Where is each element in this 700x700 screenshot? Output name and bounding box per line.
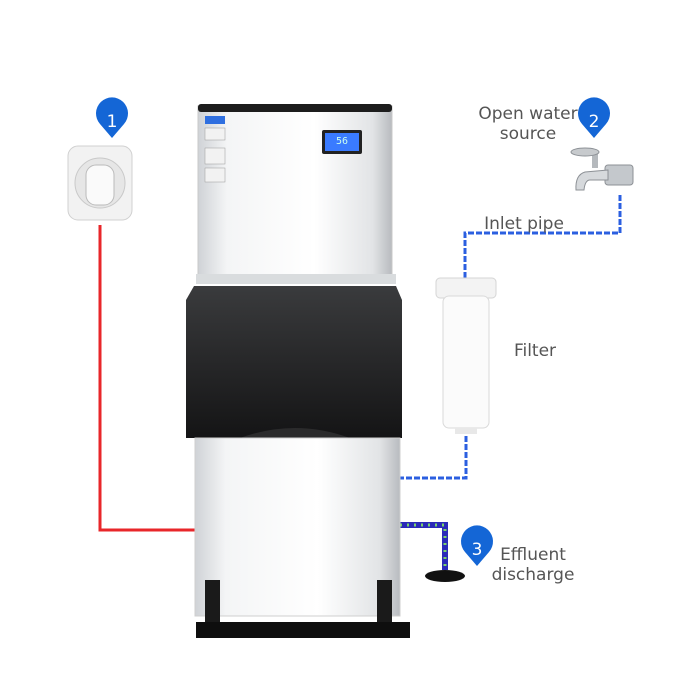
effluent-discharge-label: Effluent discharge xyxy=(491,545,575,585)
floor-drain xyxy=(425,570,465,582)
ice-machine xyxy=(186,104,410,638)
svg-text:2: 2 xyxy=(589,112,600,132)
open-water-source-label: Open water source xyxy=(478,104,578,144)
control-display: 56 xyxy=(322,130,362,154)
water-filter xyxy=(435,277,497,434)
power-cable xyxy=(98,225,196,532)
power-socket xyxy=(67,145,133,221)
display-readout: 56 xyxy=(325,133,359,151)
inlet-pipe xyxy=(463,195,622,282)
drain-pipe xyxy=(400,522,448,570)
step-3-marker: 3 xyxy=(460,525,493,566)
filter-outlet-pipe xyxy=(400,428,468,480)
filter-label: Filter xyxy=(513,341,557,361)
step-1-marker: 1 xyxy=(95,97,128,138)
svg-text:3: 3 xyxy=(472,540,483,560)
ice-bin-door xyxy=(186,286,402,438)
water-tap-icon xyxy=(570,147,634,191)
inlet-pipe-label: Inlet pipe xyxy=(484,214,564,234)
step-2-marker: 2 xyxy=(578,97,610,138)
svg-text:1: 1 xyxy=(107,112,118,132)
